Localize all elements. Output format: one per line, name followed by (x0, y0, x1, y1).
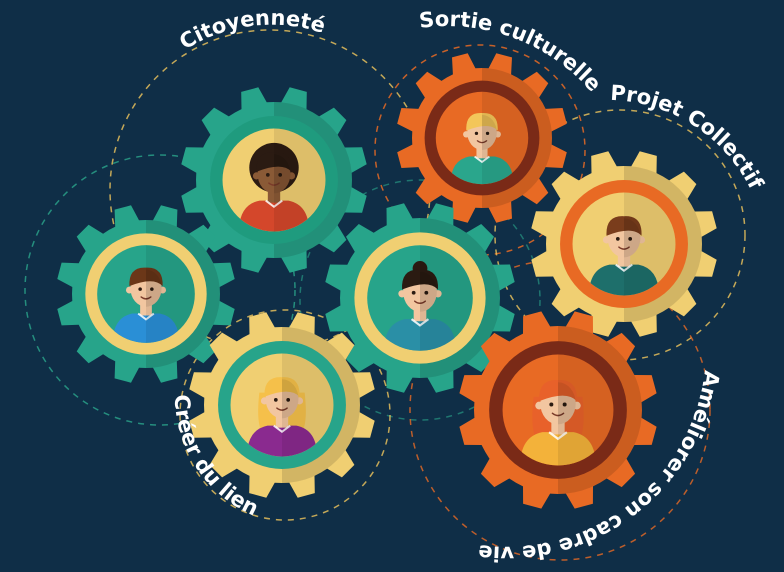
shirt (246, 425, 318, 457)
man-brown-hair-avatar (588, 216, 660, 296)
gear-right (531, 151, 717, 337)
gear-center (325, 203, 515, 393)
hair (256, 152, 292, 172)
shirt (384, 319, 456, 351)
man-curly-hair-avatar (238, 142, 310, 232)
woman-red-hair-avatar (520, 380, 596, 466)
shirt (520, 432, 596, 466)
shirt (112, 313, 180, 343)
hair (401, 269, 439, 290)
woman-bun-avatar (384, 261, 456, 351)
gears-layer (57, 53, 717, 509)
shirt (450, 156, 514, 185)
boy-brown-hair-avatar (112, 267, 180, 343)
woman-blonde-avatar (450, 113, 514, 185)
gear-top-middle (397, 53, 567, 223)
hair (539, 380, 577, 402)
shirt (588, 264, 660, 296)
gear-bottom-left (189, 312, 375, 498)
hair (466, 113, 498, 131)
gear-left (57, 205, 235, 383)
hair (129, 267, 163, 287)
gear-top-left (181, 87, 367, 273)
shirt (238, 200, 310, 232)
gear-bottom-right (459, 311, 657, 509)
woman-blonde-long-avatar (246, 377, 318, 457)
hair (264, 377, 300, 397)
hair (606, 216, 642, 236)
